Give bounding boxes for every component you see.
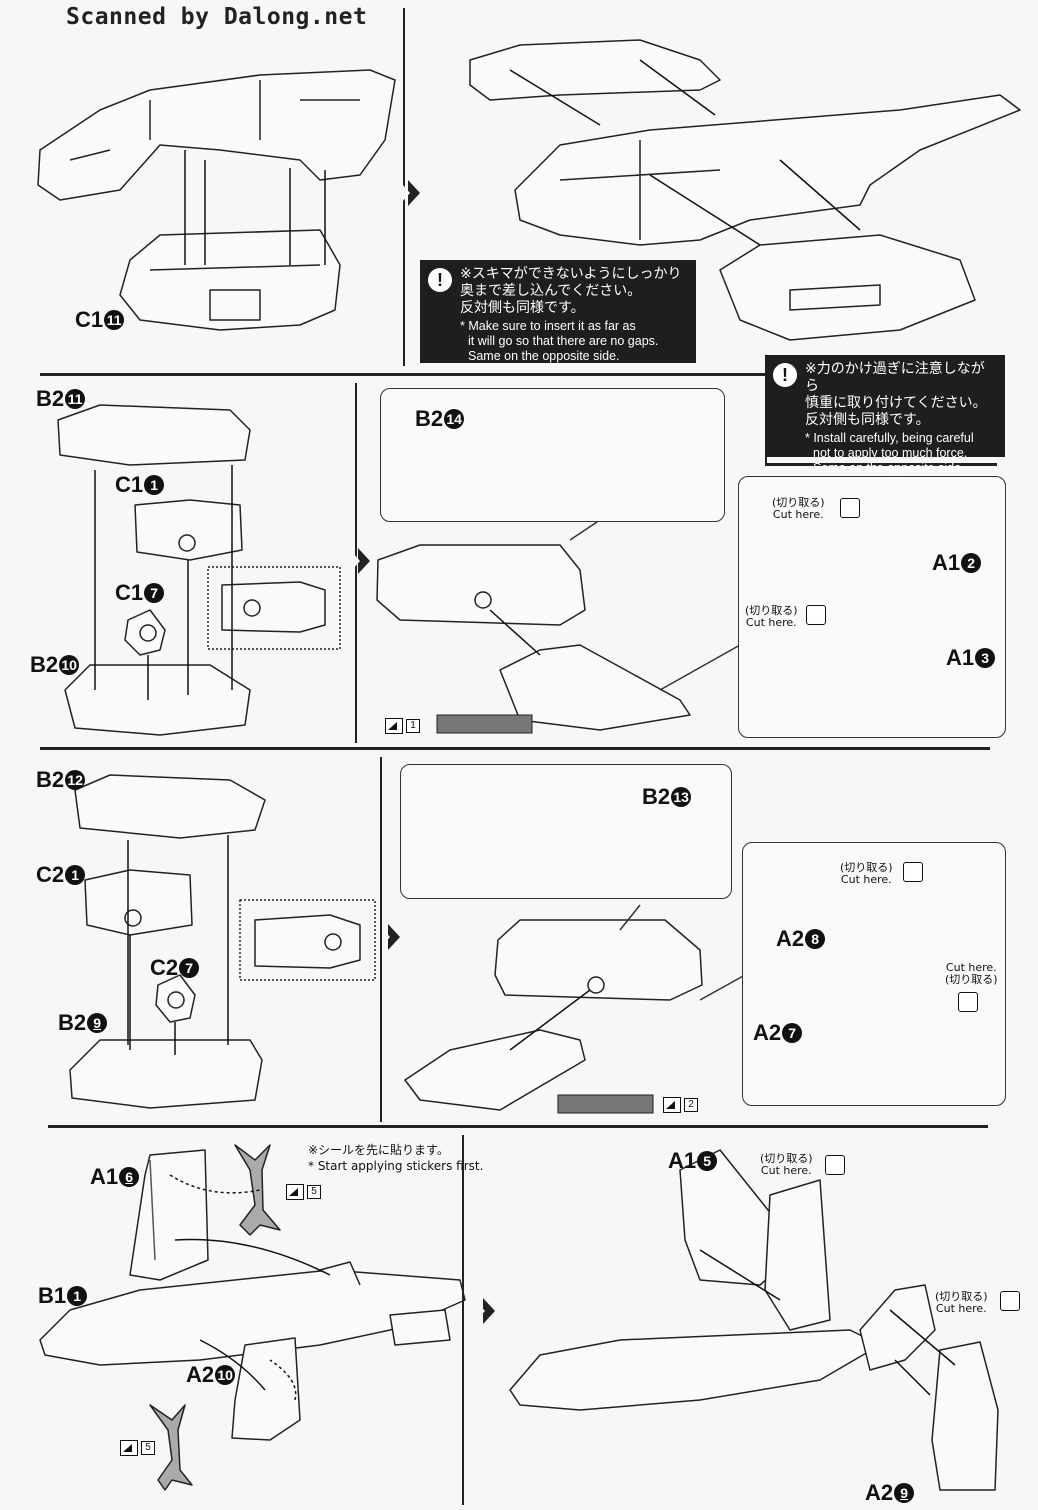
note-en-line-3: Same on the opposite side. (813, 461, 965, 475)
nipper-icon (1000, 1291, 1020, 1311)
cut-label-4: Cut here.(切り取る) (945, 961, 998, 986)
note-jp-line-1: ※スキマができないようにしっかり (460, 266, 682, 282)
step-arrow-3 (383, 924, 400, 950)
nipper-icon (825, 1155, 845, 1175)
note-jp-line-1: ※力のかけ過ぎに注意しながら (805, 361, 985, 394)
step-arrow-1 (403, 180, 420, 206)
note-jp-line-3: 反対側も同様です。 (805, 412, 930, 428)
sticker-note-en: * Start applying stickers first. (308, 1159, 484, 1173)
panel-divider-h1 (40, 373, 765, 376)
note-en-line-1: * Install carefully, being careful (805, 431, 974, 445)
sticker-icon (120, 1440, 138, 1456)
sticker-note: ※シールを先に貼ります。 * Start applying stickers f… (308, 1142, 483, 1174)
step-arrow-2 (353, 548, 370, 574)
warning-icon: ! (428, 268, 452, 292)
step-arrow-4 (478, 1298, 495, 1324)
sticker-icon (663, 1097, 681, 1113)
panel-divider-v4 (462, 1135, 464, 1505)
detail-bubble-1 (380, 388, 725, 522)
panel-divider-v3 (380, 757, 382, 1122)
detail-bubble-3 (400, 764, 732, 899)
nipper-icon (806, 605, 826, 625)
panel-divider-h3 (48, 1125, 988, 1128)
cut-label-1: (切り取る)Cut here. (772, 496, 825, 521)
nipper-icon (903, 862, 923, 882)
caution-note-install: ! ※力のかけ過ぎに注意しながら 慎重に取り付けてください。 反対側も同様です。… (765, 355, 1005, 475)
scan-watermark: Scanned by Dalong.net (66, 4, 368, 30)
note-jp-line-2: 奥まで差し込んでください。 (460, 283, 642, 299)
note-jp-line-2: 慎重に取り付けてください。 (805, 395, 987, 411)
note-en-line-3: Same on the opposite side. (468, 349, 620, 363)
cut-label-6: (切り取る)Cut here. (935, 1290, 988, 1315)
cut-label-3: (切り取る)Cut here. (840, 861, 893, 886)
note-jp-line-3: 反対側も同様です。 (460, 300, 585, 316)
detail-bubble-2 (738, 476, 1006, 738)
sticker-ref-5a: 5 (286, 1184, 321, 1200)
sticker-note-jp: ※シールを先に貼ります。 (308, 1143, 449, 1157)
cut-label-2: (切り取る)Cut here. (745, 604, 798, 629)
note-en-line-2: not to apply too much force. (813, 446, 968, 460)
nipper-icon (840, 498, 860, 518)
sticker-ref-5b: 5 (120, 1440, 155, 1456)
panel-divider-h2 (40, 747, 990, 750)
note-en-line-1: * Make sure to insert it as far as (460, 319, 636, 333)
cut-label-5: (切り取る)Cut here. (760, 1152, 813, 1177)
sticker-ref-2: 2 (663, 1097, 698, 1113)
note-en-line-2: it will go so that there are no gaps. (468, 334, 659, 348)
sticker-ref-1: 1 (385, 718, 420, 734)
note-box-bottom (765, 463, 997, 466)
detail-bubble-4 (742, 842, 1006, 1106)
sticker-icon (286, 1184, 304, 1200)
caution-note-insert: ! ※スキマができないようにしっかり 奥まで差し込んでください。 反対側も同様で… (420, 260, 696, 363)
nipper-icon (958, 992, 978, 1012)
warning-icon: ! (773, 363, 797, 387)
sticker-icon (385, 718, 403, 734)
